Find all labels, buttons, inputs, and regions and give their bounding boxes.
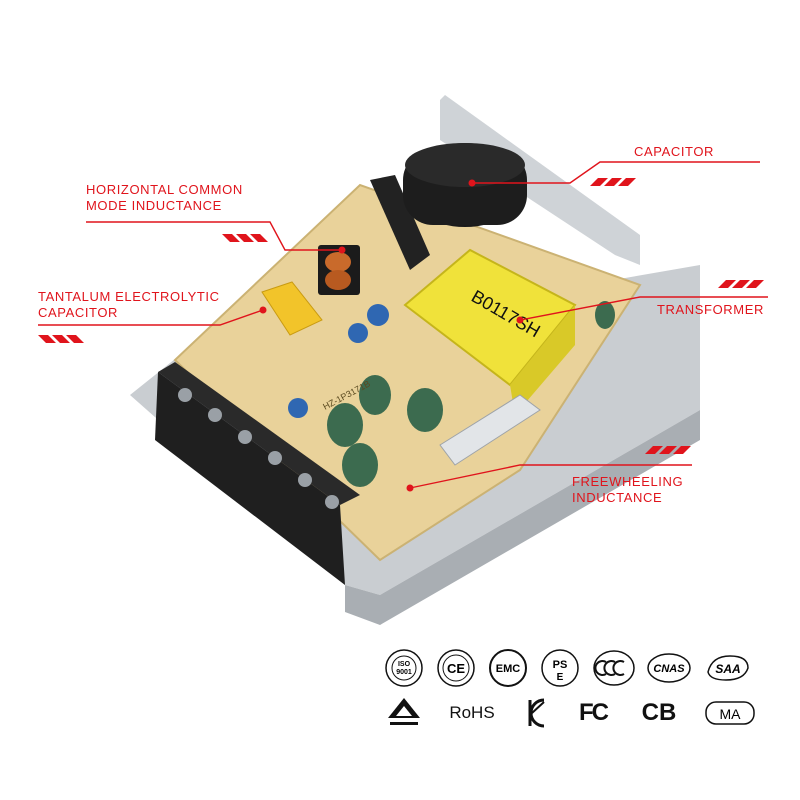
svg-text:EMC: EMC <box>496 663 521 675</box>
saa-icon: SAA <box>707 655 749 681</box>
bulk-capacitor <box>403 143 527 227</box>
housing-front-edge <box>345 410 700 625</box>
cnas-icon: CNAS <box>647 653 691 683</box>
ceramic-capacitors <box>288 304 389 418</box>
common-mode-dot <box>338 246 346 254</box>
ce-icon: CE <box>437 649 475 687</box>
tantalum-callout-line <box>38 309 264 326</box>
cb-logo: CB <box>641 699 677 726</box>
tantalum-dot <box>259 306 267 314</box>
ce-logo: CE <box>436 648 476 688</box>
cma-logo: MA <box>704 698 756 728</box>
freewheeling-label: FREEWHEELING INDUCTANCE <box>572 474 683 506</box>
transformer-dot <box>516 316 524 324</box>
kc-logo <box>520 696 552 730</box>
svg-text:E: E <box>557 672 564 683</box>
common-mode-callout-line <box>86 221 342 251</box>
tantalum-label-line2: CAPACITOR <box>38 305 119 320</box>
emc-icon: EMC <box>489 649 527 687</box>
tantalum-capacitor <box>261 281 323 336</box>
svg-text:CNAS: CNAS <box>653 663 685 675</box>
svg-text:MA: MA <box>720 706 742 722</box>
psb-logo <box>384 694 424 730</box>
transformer: B0117SH <box>403 248 577 415</box>
ccc-logo <box>592 648 636 688</box>
freewheeling-label-line1: FREEWHEELING <box>572 474 684 489</box>
common-mode-inductor <box>318 245 360 295</box>
common-mode-label-line1: HORIZONTAL COMMON <box>86 182 243 197</box>
common-mode-label-line2: MODE INDUCTANCE <box>86 198 222 213</box>
heatsink <box>370 175 430 270</box>
rohs-logo: RoHS <box>449 703 495 722</box>
capacitor-label-text: CAPACITOR <box>634 144 715 159</box>
capacitor-label: CAPACITOR <box>634 144 714 160</box>
svg-text:CE: CE <box>447 661 465 676</box>
saa-logo: SAA <box>702 648 754 688</box>
svg-text:SAA: SAA <box>715 662 740 676</box>
terminal-block <box>155 362 360 585</box>
iso9001-logo: ISO 9001 <box>384 648 424 688</box>
tantalum-label: TANTALUM ELECTROLYTIC CAPACITOR <box>38 289 220 321</box>
transformer-label: TRANSFORMER <box>657 302 764 318</box>
emc-logo: EMC <box>488 648 528 688</box>
housing-back-wall <box>440 95 640 265</box>
transformer-callout-line <box>519 296 768 321</box>
capacitor-dot <box>468 179 476 187</box>
tantalum-label-line1: TANTALUM ELECTROLYTIC <box>38 289 220 304</box>
pse-logo: PS E <box>540 648 580 688</box>
svg-text:PS: PS <box>553 659 568 671</box>
side-bracket <box>439 394 541 466</box>
common-mode-label: HORIZONTAL COMMON MODE INDUCTANCE <box>86 182 243 214</box>
svg-text:ISO: ISO <box>398 661 411 668</box>
ccc-icon <box>593 650 635 686</box>
output-capacitors <box>327 301 615 487</box>
psb-icon <box>388 698 420 725</box>
cnas-logo: CNAS <box>646 648 692 688</box>
freewheeling-label-line2: INDUCTANCE <box>572 490 663 505</box>
svg-text:9001: 9001 <box>396 669 412 676</box>
freewheeling-callout-line <box>409 464 692 489</box>
capacitor-callout-line <box>472 161 760 184</box>
iso9001-icon: ISO 9001 <box>385 649 423 687</box>
fcc-logo: FC <box>579 699 609 726</box>
freewheeling-dot <box>406 484 414 492</box>
transformer-label-text: TRANSFORMER <box>657 302 764 317</box>
pse-icon: PS E <box>541 649 579 687</box>
stripe-decorations <box>38 178 764 454</box>
cma-icon: MA <box>705 701 755 725</box>
kc-icon <box>528 698 545 728</box>
